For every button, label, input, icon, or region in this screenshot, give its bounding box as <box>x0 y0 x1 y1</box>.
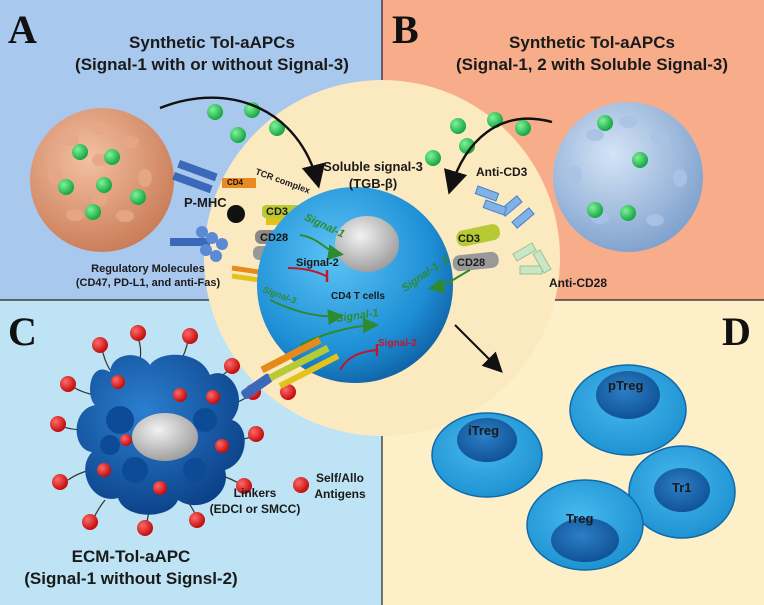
cd28-right-label: CD28 <box>457 257 486 269</box>
regulatory-molecules-label: Regulatory Molecules (CD47, PD-L1, and a… <box>48 262 248 290</box>
linkers-line2: (EDCI or SMCC) <box>209 502 301 516</box>
panel-a-title-line1: Synthetic Tol-aAPCs <box>129 33 295 52</box>
cd4-label: CD4 <box>227 178 244 187</box>
treg-cells <box>431 364 736 571</box>
panel-a-title-line2: (Signal-1 with or without Signal-3) <box>75 55 349 74</box>
cd3-left-label: CD3 <box>266 206 289 218</box>
antigens-label: Self/Allo Antigens <box>304 470 376 502</box>
arrow-a-to-tcell <box>159 96 326 189</box>
anti-cd28-label: Anti-CD28 <box>549 276 608 290</box>
panel-a-title: Synthetic Tol-aAPCs (Signal-1 with or wi… <box>62 32 362 76</box>
regulatory-molecules-line1: Regulatory Molecules <box>91 263 205 275</box>
soluble-signal-line2: (TGB-β) <box>348 176 398 191</box>
cd28-left-label: CD28 <box>260 232 289 244</box>
panel-c-title: ECM-Tol-aAPC (Signal-1 without Signsl-2) <box>6 546 256 590</box>
panel-letter-a: A <box>8 7 37 52</box>
antigens-line1: Self/Allo <box>315 471 364 485</box>
itreg-label: iTreg <box>468 423 500 438</box>
panel-b-receptors <box>452 185 552 275</box>
soluble-signal-line1: Soluble signal-3 <box>323 159 423 174</box>
panel-letter-b: B <box>392 7 419 52</box>
panel-c-title-line1: ECM-Tol-aAPC <box>71 547 191 566</box>
linkers-line1: Linkers <box>233 486 277 500</box>
signal-lines <box>269 234 471 371</box>
ptreg-label: pTreg <box>608 378 644 393</box>
cd3-right-label: CD3 <box>458 233 481 245</box>
panel-letter-d: D <box>722 309 751 354</box>
tr1-label: Tr1 <box>672 480 692 495</box>
cd4-bar <box>222 178 256 188</box>
panel-c-title-line2: (Signal-1 without Signsl-2) <box>24 569 238 588</box>
panel-b-title-line2: (Signal-1, 2 with Soluble Signal-3) <box>455 55 729 74</box>
antigens-line2: Antigens <box>314 487 366 501</box>
linkers-label: Linkers (EDCI or SMCC) <box>200 485 310 517</box>
arrow-b-to-tcell <box>444 117 553 195</box>
ecm-aapc <box>50 325 340 536</box>
synthetic-aapc-sphere-a <box>30 108 174 252</box>
signal-2-label-a: Signal-2 <box>296 257 339 269</box>
signal-2-label-c: Signal-2 <box>378 338 417 349</box>
panel-letter-c: C <box>8 309 37 354</box>
tcell-nucleus <box>335 216 399 272</box>
regulatory-molecules-line2: (CD47, PD-L1, and anti-Fas) <box>75 277 221 289</box>
cd4-tcell-label: CD4 T cells <box>331 291 385 302</box>
soluble-signal-label: Soluble signal-3 (TGB-β) <box>308 158 438 192</box>
panel-b-title-line1: Synthetic Tol-aAPCs <box>509 33 675 52</box>
arrow-to-differentiation <box>454 324 503 373</box>
treg-label: Treg <box>566 511 594 526</box>
synthetic-aapc-sphere-b <box>553 102 703 252</box>
soluble-signal-particles <box>207 102 531 166</box>
panel-b-title: Synthetic Tol-aAPCs (Signal-1, 2 with So… <box>432 32 752 76</box>
pmhc-label: P-MHC <box>184 195 227 210</box>
anti-cd3-label: Anti-CD3 <box>476 165 528 179</box>
